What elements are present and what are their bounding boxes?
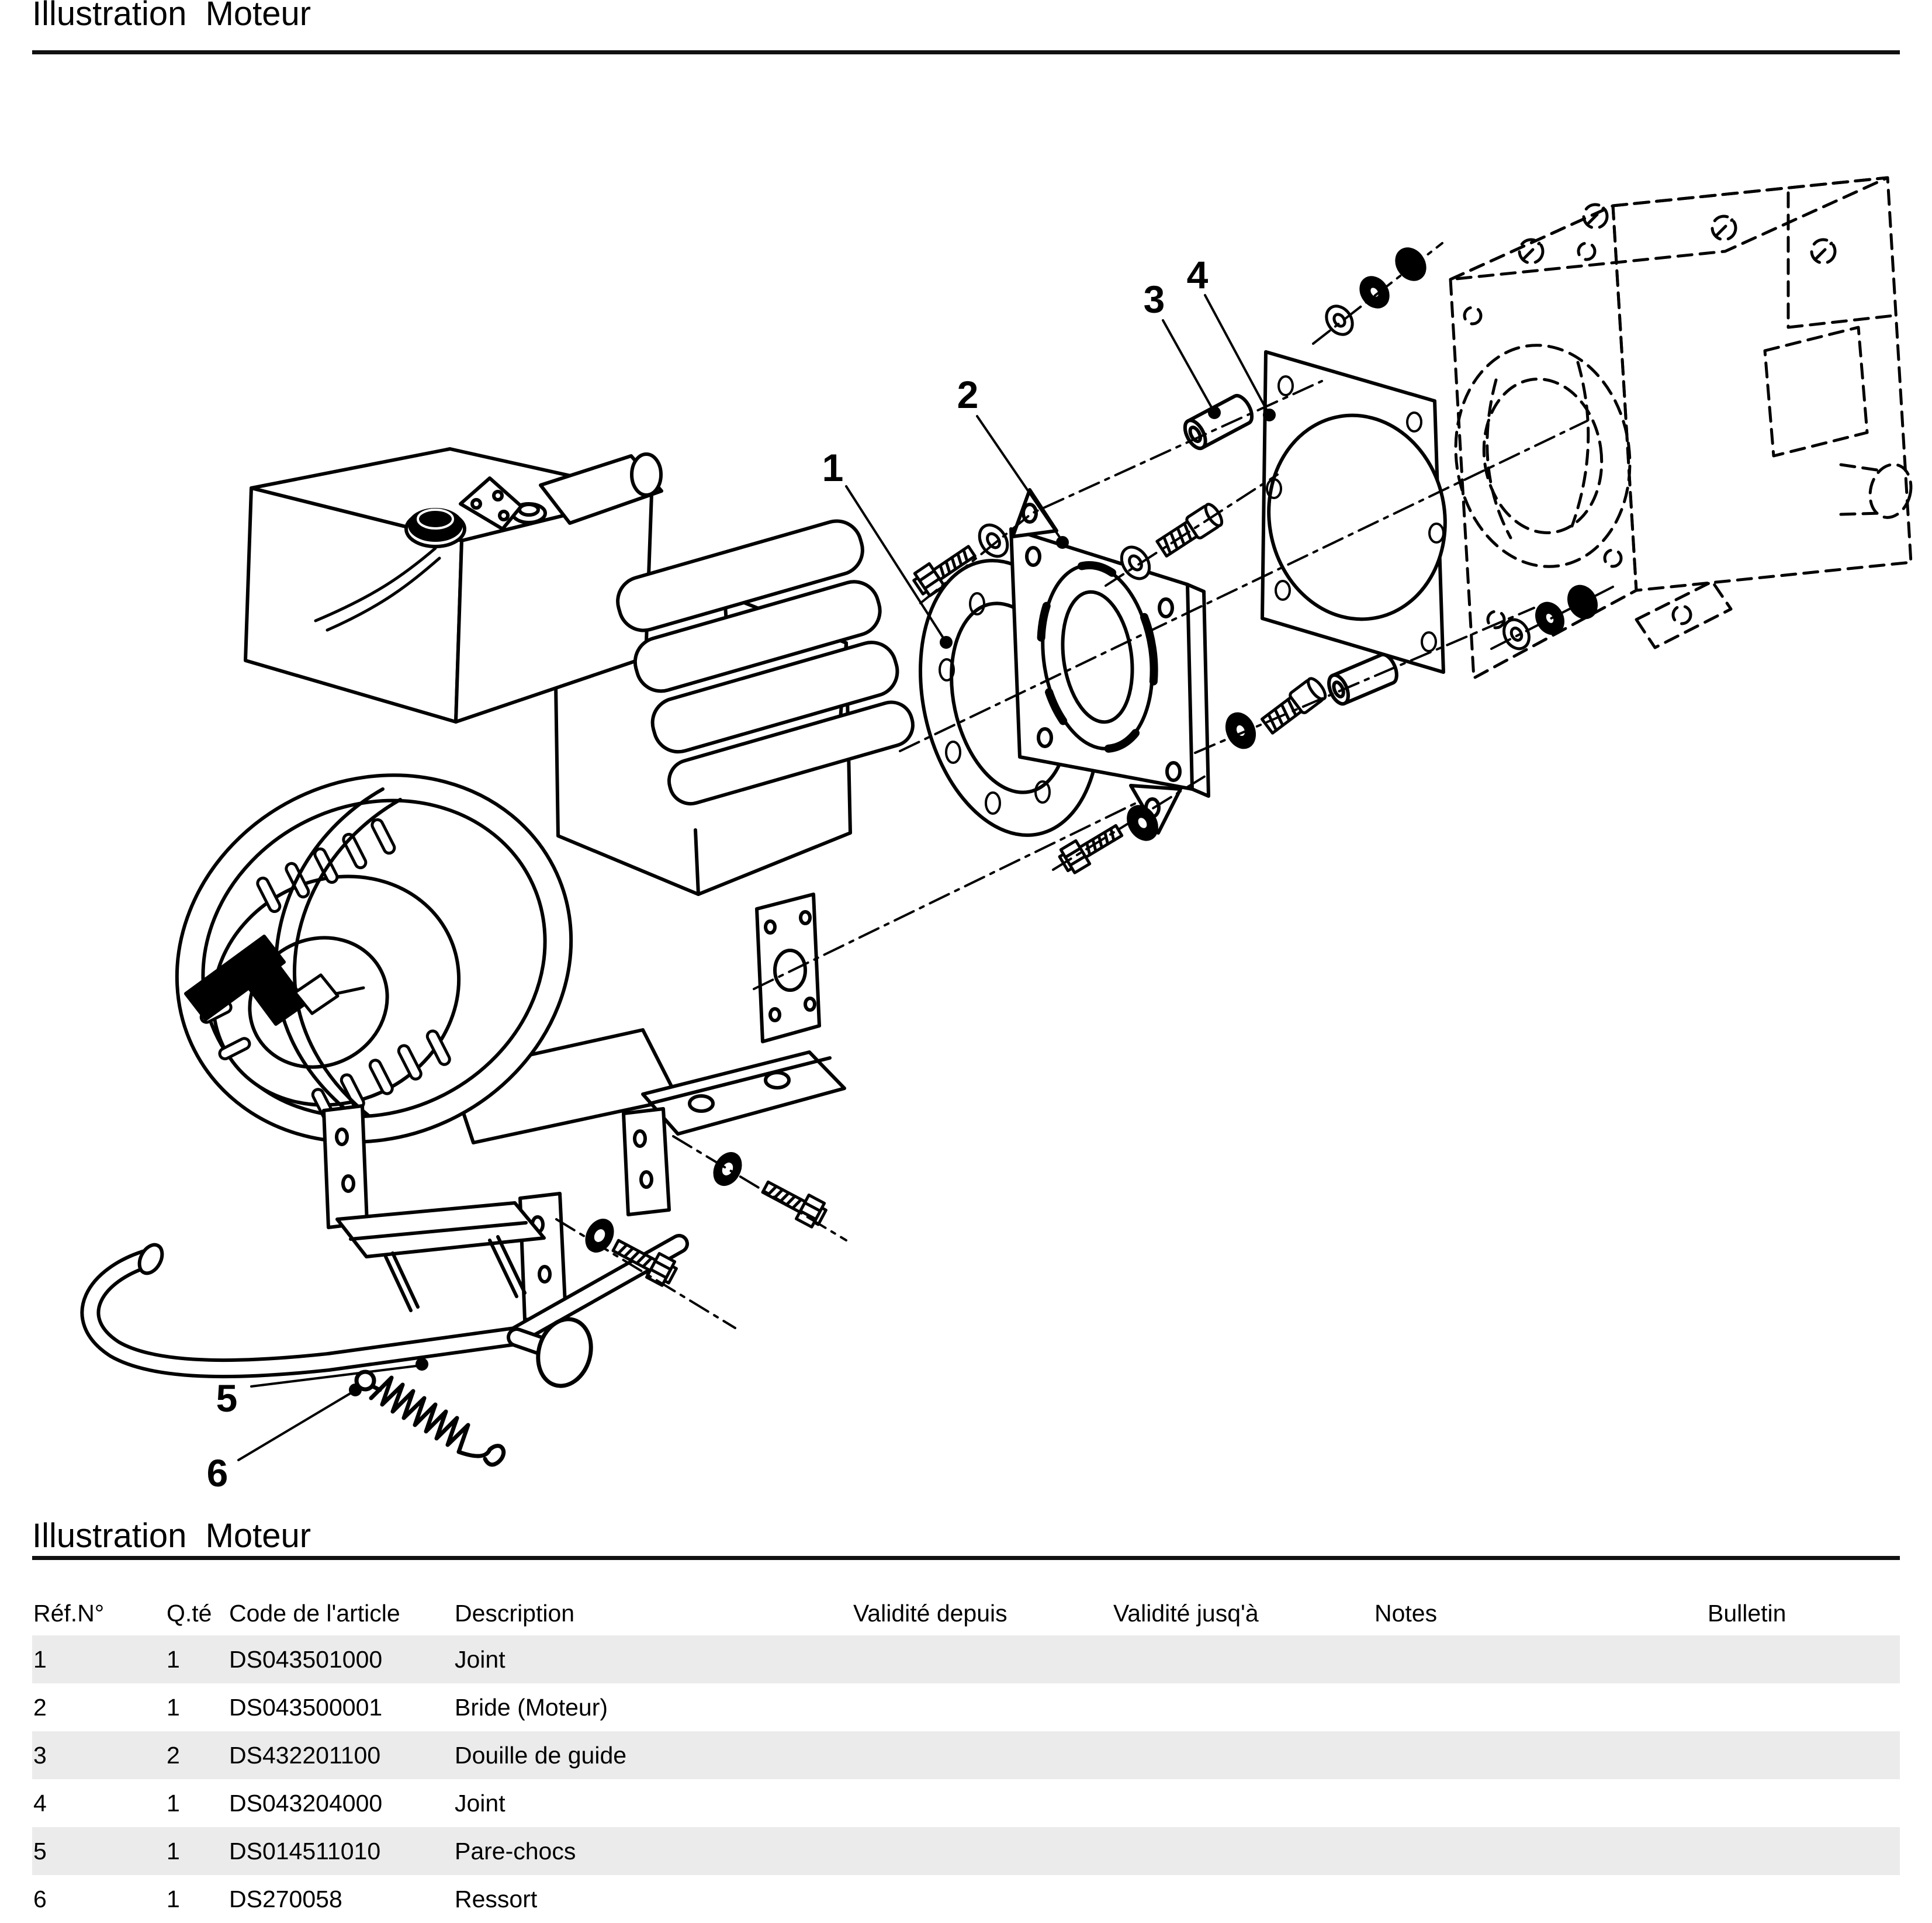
table-row: 4 1 DS043204000 Joint	[32, 1779, 1900, 1827]
callout-leaders	[237, 294, 1276, 1461]
parts-table-header: Réf.N° Q.té Code de l'article Descriptio…	[32, 1591, 1900, 1635]
bumper-bolt-right	[761, 1180, 827, 1229]
cell-code: DS043501000	[229, 1646, 383, 1673]
air-filter	[616, 519, 915, 806]
cell-qty: 1	[167, 1694, 180, 1721]
table-divider	[32, 1556, 1900, 1560]
socket-bolt-lower	[1260, 677, 1327, 735]
table-row: 6 1 DS270058 Ressort	[32, 1875, 1900, 1923]
washer-lower	[1127, 805, 1158, 841]
socket-bolt-upper	[1155, 503, 1224, 558]
cell-desc: Bride (Moteur)	[455, 1694, 608, 1721]
callout-6: 6	[206, 1451, 228, 1495]
page-title: Illustration Moteur	[32, 0, 311, 33]
header-notes: Notes	[1374, 1600, 1438, 1627]
header-ref: Réf.N°	[33, 1600, 105, 1627]
callout-1: 1	[822, 446, 844, 489]
top-bracket	[459, 452, 663, 531]
cell-qty: 1	[167, 1838, 180, 1865]
cell-code: DS043500001	[229, 1694, 383, 1721]
step-plate	[335, 1201, 546, 1312]
bumper-washer-right	[713, 1152, 742, 1186]
square-gasket	[1261, 350, 1447, 674]
bumper-bolt-middle	[611, 1239, 678, 1287]
mount-bracket-left	[322, 1104, 369, 1229]
header-valid-to: Validité jusq'à	[1113, 1600, 1259, 1627]
engine-output-plate	[755, 893, 821, 1043]
hex-bolt-upper	[912, 545, 977, 597]
cell-ref: 3	[33, 1742, 47, 1769]
cell-code: DS432201100	[229, 1742, 381, 1769]
cell-ref: 6	[33, 1886, 47, 1912]
header-bulletin: Bulletin	[1708, 1600, 1786, 1627]
cell-code: DS270058	[229, 1886, 342, 1912]
starter-handle	[184, 935, 365, 1026]
callout-3: 3	[1143, 278, 1165, 321]
header-code: Code de l'article	[229, 1600, 400, 1627]
bumper-washer-middle	[585, 1219, 614, 1253]
cell-desc: Joint	[455, 1646, 505, 1673]
cell-ref: 2	[33, 1694, 47, 1721]
engine-flange	[1009, 488, 1210, 835]
cell-qty: 2	[167, 1742, 180, 1769]
table-row: 1 1 DS043501000 Joint	[32, 1635, 1900, 1683]
table-title: Illustration Moteur	[32, 1517, 311, 1555]
header-desc: Description	[455, 1600, 575, 1627]
guide-bushing-lower	[1327, 652, 1398, 706]
cell-qty: 1	[167, 1790, 180, 1817]
cell-ref: 4	[33, 1790, 47, 1817]
header-qty: Q.té	[167, 1600, 212, 1627]
guide-bushing-upper	[1183, 394, 1254, 451]
gearbox-housing	[1449, 176, 1913, 680]
bumper-frame	[80, 1104, 827, 1388]
center-lines	[555, 242, 1614, 1329]
cell-ref: 5	[33, 1838, 47, 1865]
engine-assembly	[175, 447, 915, 1144]
cell-desc: Ressort	[455, 1886, 538, 1912]
table-row: 3 2 DS432201100 Douille de guide	[32, 1731, 1900, 1779]
cell-code: DS043204000	[229, 1790, 383, 1817]
cell-code: DS014511010	[229, 1838, 381, 1865]
cell-ref: 1	[33, 1646, 47, 1673]
table-row: 2 1 DS043500001 Bride (Moteur)	[32, 1683, 1900, 1731]
callout-4: 4	[1186, 253, 1209, 296]
housing-washers-bottom	[1502, 584, 1598, 651]
engine-foot	[641, 1050, 846, 1136]
housing-screws	[1518, 203, 1837, 265]
cell-qty: 1	[167, 1646, 180, 1673]
table-row: 5 1 DS014511010 Pare-chocs	[32, 1827, 1900, 1875]
callout-2: 2	[957, 373, 979, 416]
housing-washers-top	[1325, 247, 1427, 336]
cell-desc: Joint	[455, 1790, 505, 1817]
washer-lower-right	[1225, 712, 1256, 749]
header-valid-from: Validité depuis	[853, 1600, 1007, 1627]
callout-5: 5	[216, 1376, 238, 1420]
cell-qty: 1	[167, 1886, 180, 1912]
tension-spring	[354, 1369, 506, 1467]
washer-upper	[978, 523, 1009, 558]
cell-desc: Pare-chocs	[455, 1838, 576, 1865]
mount-bracket-right	[622, 1107, 671, 1216]
fuel-tank	[244, 447, 653, 724]
cell-desc: Douille de guide	[455, 1742, 627, 1769]
top-divider	[32, 50, 1900, 54]
bumper-tube	[80, 1234, 689, 1388]
